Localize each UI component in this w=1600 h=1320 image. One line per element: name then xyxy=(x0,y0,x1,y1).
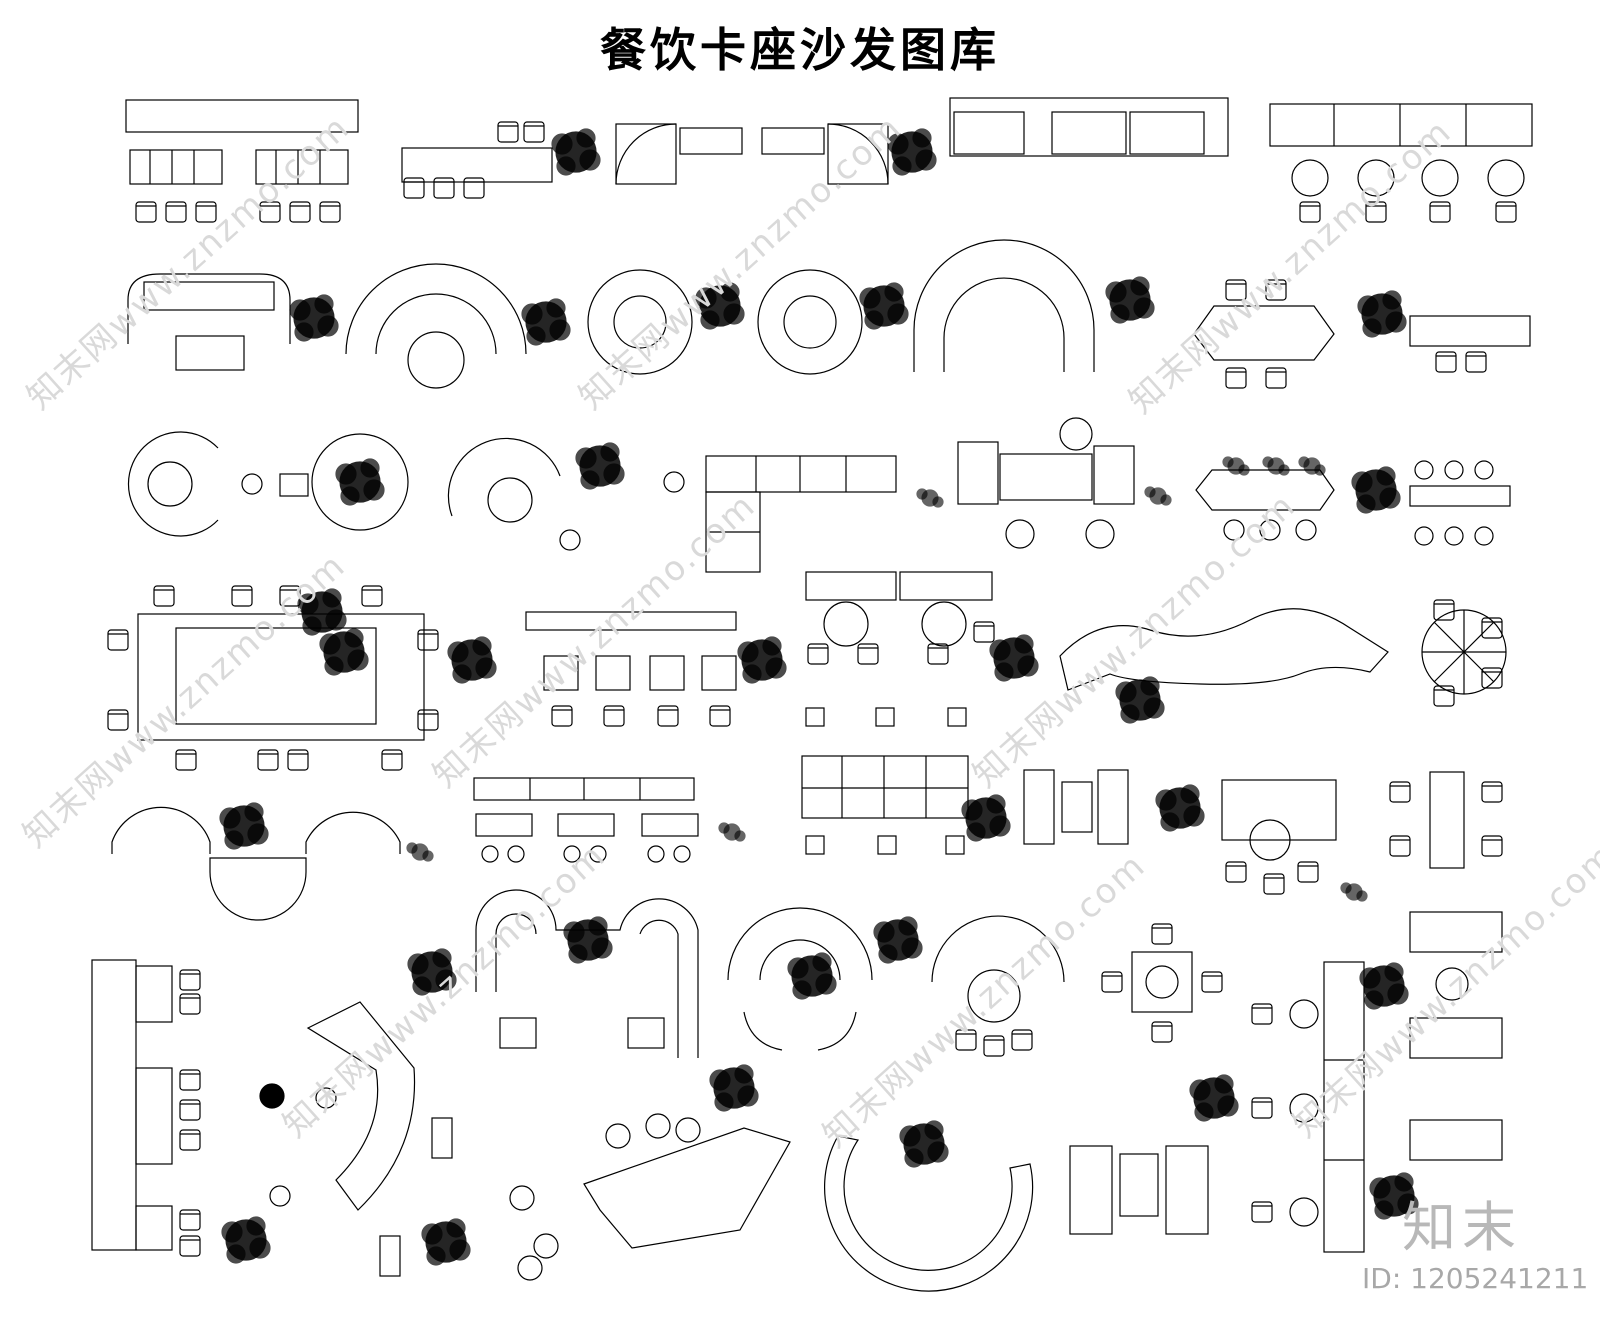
square-table-four-chairs xyxy=(1101,923,1223,1043)
watermark-logo: 知末 xyxy=(1402,1196,1522,1259)
zigzag-lounge xyxy=(509,1064,791,1281)
semicircle-booth xyxy=(345,263,571,389)
counter-with-four-tables xyxy=(525,611,787,727)
long-sofa-booth xyxy=(949,97,1229,157)
arch-booth-with-tree xyxy=(727,907,923,1051)
wall-booth-column xyxy=(1189,961,1419,1253)
plant-booth-with-stools xyxy=(1195,456,1511,546)
wave-booth xyxy=(111,802,434,921)
bar-counter-set-1 xyxy=(125,99,359,223)
quarter-booth-round xyxy=(1221,779,1337,895)
bar-counter-set-2 xyxy=(401,121,601,199)
bar-seat-column xyxy=(91,959,201,1257)
serpentine-sofa xyxy=(1059,608,1389,724)
four-chair-table xyxy=(1340,771,1503,902)
curved-booth-round xyxy=(127,431,409,537)
large-booth-courtyard xyxy=(107,585,497,771)
twin-sofa-coffee-table xyxy=(1069,1145,1209,1235)
curved-bar-counter xyxy=(221,948,471,1277)
round-booth-flower-pair xyxy=(587,269,909,375)
double-sofa-round-tables xyxy=(805,571,1039,727)
arch-booth-large xyxy=(913,239,1155,372)
grid-sofa-block xyxy=(801,755,1011,855)
image-id-label: ID: 1205241211 xyxy=(1362,1262,1589,1295)
semicircle-booth-small xyxy=(447,437,685,551)
round-table-arc-booth xyxy=(931,915,1065,1057)
round-table-row xyxy=(1269,103,1533,223)
lounge-chairs-side-table xyxy=(1409,911,1503,1161)
arched-sofa-booth xyxy=(127,273,339,371)
booth-pair-table xyxy=(1023,769,1205,845)
page-title: 餐饮卡座沙发图库 xyxy=(600,23,1000,77)
curved-booth-pair xyxy=(615,123,937,185)
lounge-sofa-group xyxy=(957,417,1172,549)
round-table-radial-chairs xyxy=(1421,599,1507,707)
horseshoe-booth xyxy=(824,1120,1034,1292)
counter-four-seat-tables xyxy=(473,777,746,863)
l-shaped-sofa xyxy=(705,455,944,573)
u-shaped-booth xyxy=(475,889,699,1058)
dining-table-with-chairs xyxy=(1193,279,1531,389)
